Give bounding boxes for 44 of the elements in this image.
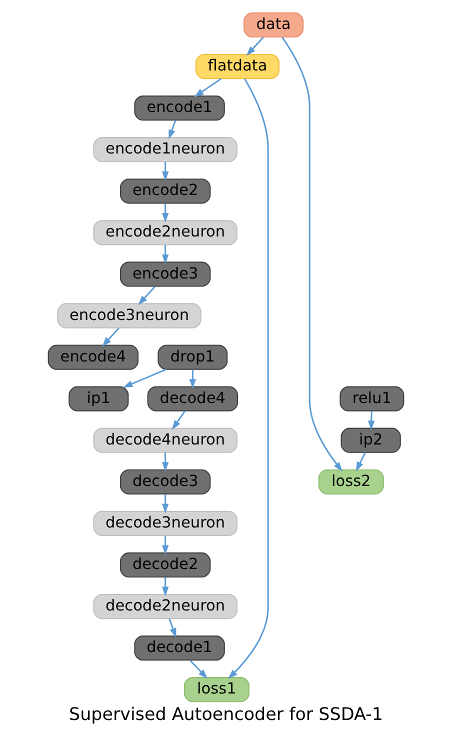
- arrow: [189, 370, 196, 389]
- arrow: [172, 410, 186, 430]
- arrow: [122, 368, 167, 388]
- node-box: relu1: [340, 386, 404, 412]
- node-box: ip1: [68, 386, 129, 412]
- node-box: decode1: [134, 635, 225, 661]
- arrow: [168, 618, 176, 638]
- arrow: [162, 162, 169, 182]
- node-box: decode2: [120, 552, 211, 578]
- arrow: [162, 203, 169, 223]
- node-box: ip2: [340, 428, 401, 453]
- arrow: [246, 36, 264, 56]
- arrow: [228, 78, 269, 679]
- node-box: encode1neuron: [93, 137, 238, 162]
- node-box: drop1: [158, 344, 228, 370]
- node-box: decode3: [120, 469, 211, 494]
- node-box: encode1: [134, 96, 225, 121]
- node-box: decode4neuron: [93, 428, 238, 453]
- node-box: loss1: [184, 677, 250, 702]
- arrow: [102, 328, 120, 347]
- arrow: [138, 286, 156, 306]
- arrow: [162, 452, 169, 472]
- arrow: [356, 452, 366, 472]
- node-box: loss2: [318, 469, 384, 494]
- node-box: data: [243, 12, 304, 38]
- node-box: encode3: [120, 262, 211, 287]
- arrow: [168, 120, 176, 140]
- node-box: flatdata: [195, 54, 280, 80]
- arrow: [162, 244, 169, 264]
- node-box: decode4: [147, 386, 238, 412]
- arrow: [282, 37, 343, 472]
- node-box: decode2neuron: [93, 594, 238, 620]
- node-box: encode4: [48, 344, 139, 370]
- node-box: encode2neuron: [93, 220, 238, 246]
- node-box: encode2: [120, 178, 211, 204]
- arrow: [194, 78, 222, 98]
- arrow: [162, 577, 169, 596]
- node-box: decode3neuron: [93, 510, 238, 536]
- arrow: [368, 411, 375, 430]
- arrow: [162, 494, 169, 514]
- node-box: encode3neuron: [57, 303, 202, 328]
- arrow: [162, 536, 169, 555]
- caption: Supervised Autoencoder for SSDA-1: [69, 704, 383, 725]
- arrow: [190, 660, 208, 679]
